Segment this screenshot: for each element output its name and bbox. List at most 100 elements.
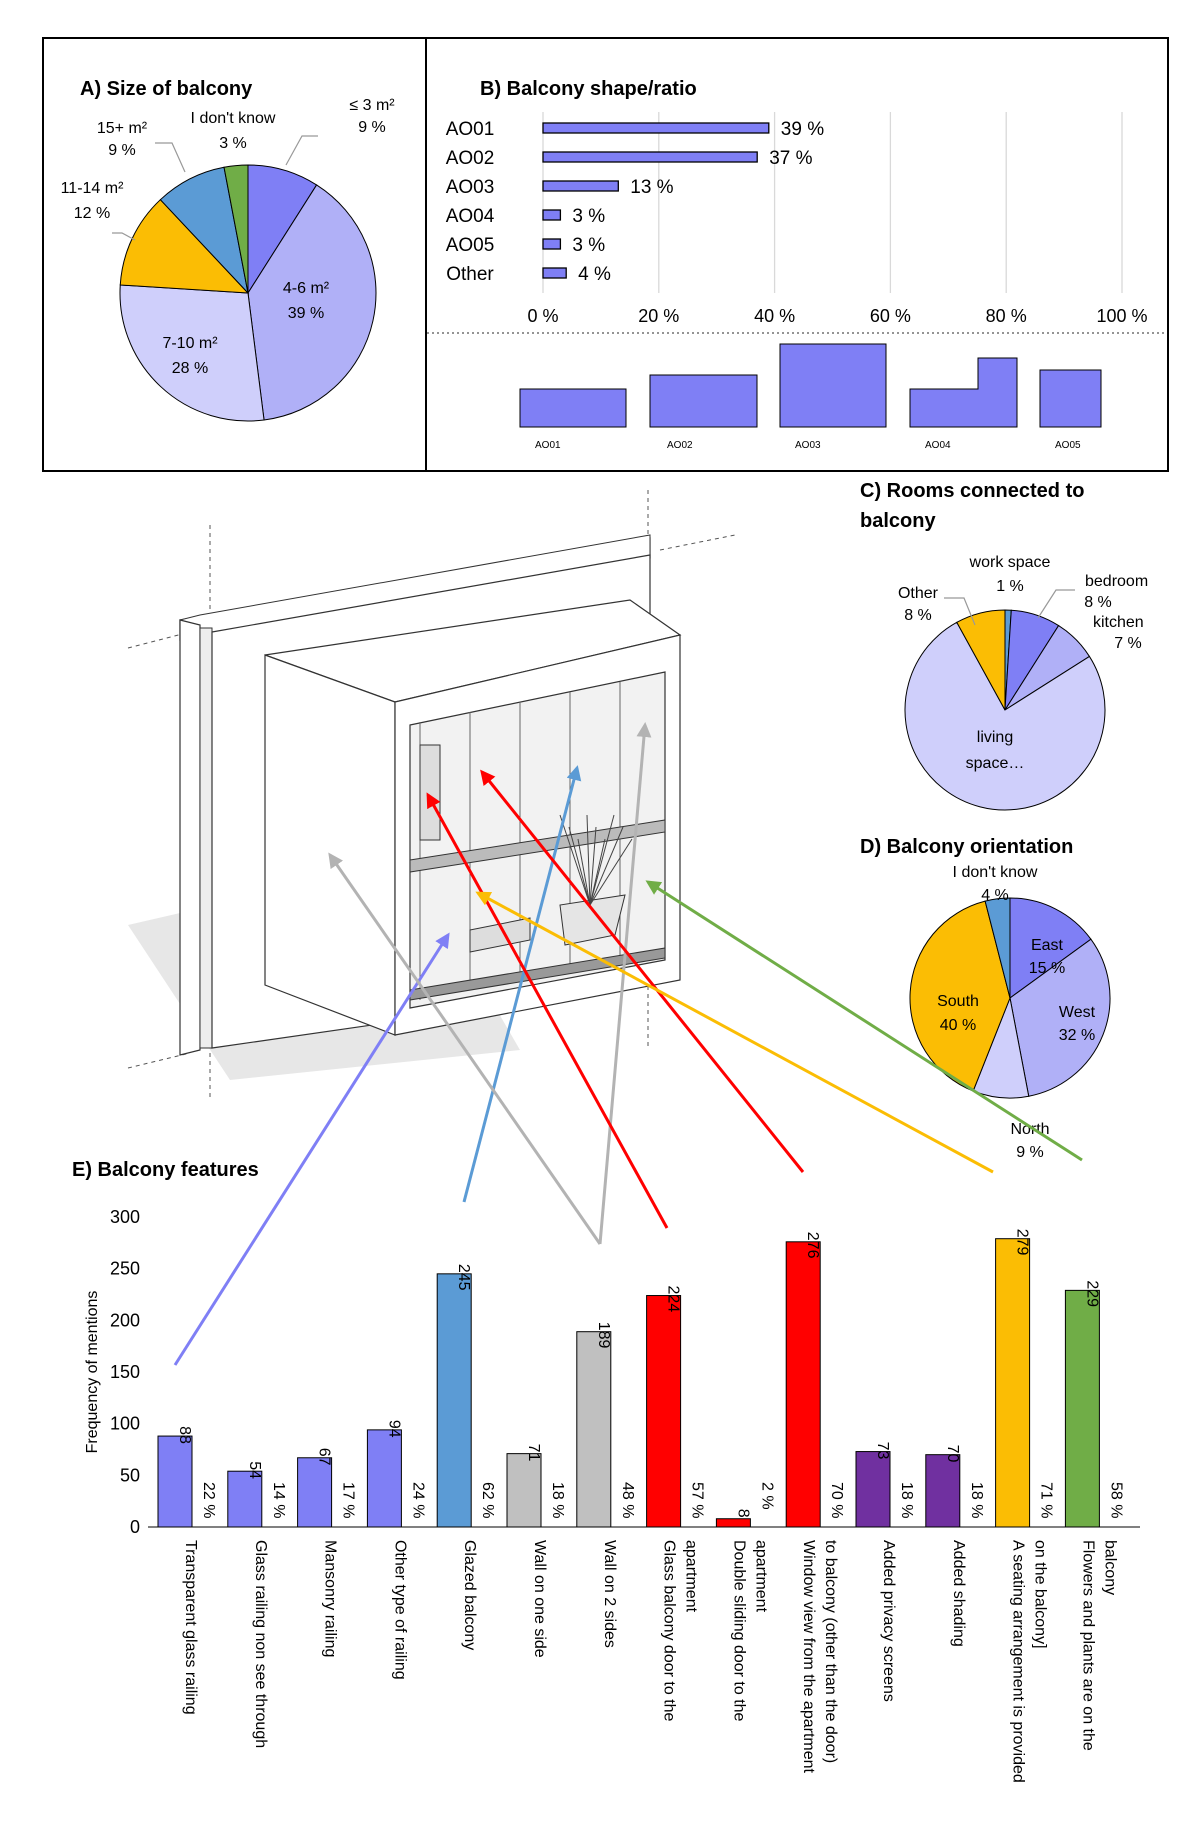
panel-b-category-3: AO04 xyxy=(446,206,495,227)
panel-b-frame xyxy=(425,37,1169,472)
panel-e-category-11-0: Added shading xyxy=(950,1540,967,1647)
railing-top xyxy=(409,819,666,873)
panel-b-category-4: AO05 xyxy=(446,235,495,256)
shape-label-2: AO03 xyxy=(795,440,821,451)
panel-e-value-12: 279 xyxy=(1014,1229,1031,1256)
panel-e-pct-3: 24 % xyxy=(409,1482,426,1518)
pie-c-leader-4 xyxy=(944,597,976,626)
panel-e-pct-1: 14 % xyxy=(270,1482,287,1518)
shape-ao01 xyxy=(519,388,627,428)
pie-a-pct-3: 12 % xyxy=(74,205,110,222)
panel-e-category-10-0: Added privacy screens xyxy=(880,1540,897,1702)
panel-e-bar-11 xyxy=(925,1454,961,1528)
pie-a-pct-1: 39 % xyxy=(288,305,324,322)
pie-d-pct-0: 15 % xyxy=(1029,960,1065,977)
panel-e-ytick-6: 300 xyxy=(110,1207,140,1227)
panel-e-pct-8: 2 % xyxy=(758,1482,775,1510)
shape-label-0: AO01 xyxy=(535,440,561,451)
panel-b-category-5: Other xyxy=(446,264,494,285)
pie-d-label-3: South xyxy=(937,993,979,1010)
panel-e-category-6-0: Wall on 2 sides xyxy=(601,1540,618,1648)
panel-e-value-11: 70 xyxy=(944,1445,961,1463)
panel-e-value-13: 229 xyxy=(1083,1280,1100,1307)
panel-e-category-8-0: Double sliding door to the xyxy=(730,1540,747,1722)
panel-b-value-2: 13 % xyxy=(630,177,673,198)
panel-c-title-line-1: balcony xyxy=(860,510,936,532)
shape-ao02 xyxy=(649,374,758,428)
panel-e-pct-9: 70 % xyxy=(828,1482,845,1518)
panel-e-value-7: 224 xyxy=(665,1286,682,1313)
panel-e-category-4-0: Glazed balcony xyxy=(461,1540,478,1650)
panel-b-value-5: 4 % xyxy=(578,264,611,285)
wall-insulation xyxy=(199,627,213,1049)
panel-e-bar-6 xyxy=(576,1331,612,1528)
panel-e-pct-5: 18 % xyxy=(549,1482,566,1518)
panel-e-value-10: 73 xyxy=(874,1442,891,1460)
balcony-table xyxy=(469,917,531,953)
panel-e-value-6: 189 xyxy=(595,1322,612,1349)
pie-a-label-1: 4-6 m² xyxy=(283,280,330,297)
panel-e-category-9-0: Window view from the apartment xyxy=(800,1540,817,1774)
panel-e-category-3-0: Other type of railing xyxy=(391,1540,408,1680)
shape-label-3: AO04 xyxy=(925,440,951,451)
panel-e-category-12-0: A seating arrangement is provided xyxy=(1010,1540,1027,1783)
pie-d-pct-3: 40 % xyxy=(940,1017,976,1034)
pie-c-slice-3 xyxy=(904,621,1106,811)
pie-d-slice-4 xyxy=(984,897,1011,999)
pie-d-label-1: West xyxy=(1059,1004,1096,1021)
pie-a-label-5: I don't know xyxy=(191,110,276,127)
panel-b-value-4: 3 % xyxy=(572,235,605,256)
pie-d-pct-2: 9 % xyxy=(1016,1144,1044,1161)
pie-c-pct-4: 8 % xyxy=(904,607,932,624)
panel-e-category-12-1: on the balcony] xyxy=(1032,1540,1049,1649)
panel-e-value-5: 71 xyxy=(525,1444,542,1462)
panel-e-pct-2: 17 % xyxy=(340,1482,357,1518)
panel-e-bar-0 xyxy=(157,1435,193,1528)
panel-e-category-0-0: Transparent glass railing xyxy=(182,1540,199,1715)
guide-h2 xyxy=(659,534,736,551)
pie-a-pct-4: 9 % xyxy=(108,142,136,159)
pie-a-leader-3 xyxy=(112,232,136,241)
panel-e-ytick-1: 50 xyxy=(120,1465,140,1485)
panel-e-ylabel: Frequency of mentions xyxy=(84,1291,101,1454)
panel-b-xtick-2: 40 % xyxy=(754,306,795,326)
panel-b-bar-2 xyxy=(542,180,619,192)
panel-e-bar-12 xyxy=(995,1238,1031,1528)
panel-e-bar-9 xyxy=(785,1241,821,1528)
pie-d-label-4: I don't know xyxy=(953,864,1038,881)
panel-e-pct-10: 18 % xyxy=(898,1482,915,1518)
panel-b-xtick-0: 0 % xyxy=(527,306,558,326)
panel-e-category-13-1: balcony xyxy=(1101,1540,1118,1595)
pie-c-leader-1 xyxy=(1037,589,1075,619)
pie-d-pct-1: 32 % xyxy=(1059,1027,1095,1044)
balcony-side xyxy=(264,654,396,1036)
pie-a-label-4: 15+ m² xyxy=(97,120,148,137)
panel-b-value-0: 39 % xyxy=(781,119,824,140)
panel-b-bar-0 xyxy=(542,122,770,134)
pie-d-slice-0 xyxy=(1009,897,1092,999)
pie-d-label-0: East xyxy=(1031,937,1064,954)
panel-e-pct-6: 48 % xyxy=(619,1482,636,1518)
panel-e-title: E) Balcony features xyxy=(72,1159,259,1181)
pie-c-label-3b: space… xyxy=(966,755,1025,772)
panel-d-title: D) Balcony orientation xyxy=(860,836,1073,858)
panel-b-bar-1 xyxy=(542,151,758,163)
shape-ao04 xyxy=(909,357,1018,428)
wall-left-face xyxy=(179,619,201,1056)
panel-e-pct-11: 18 % xyxy=(968,1482,985,1518)
panel-e-pct-13: 58 % xyxy=(1107,1482,1124,1518)
panel-e-value-8: 8 xyxy=(734,1509,751,1518)
pie-a-pct-0: 9 % xyxy=(358,119,386,136)
pie-c-label-3a: living xyxy=(977,729,1013,746)
shape-label-1: AO02 xyxy=(667,440,693,451)
guide-h1 xyxy=(127,631,191,649)
panel-e-bar-3 xyxy=(366,1429,402,1528)
panel-e-bar-2 xyxy=(297,1457,333,1528)
shape-ao05 xyxy=(1039,369,1102,428)
panel-e-bar-8 xyxy=(715,1518,751,1528)
connector-arrow-6 xyxy=(475,891,994,1174)
panel-b-title: B) Balcony shape/ratio xyxy=(480,78,697,100)
panel-e-category-9-1: to balcony (other than the door) xyxy=(822,1540,839,1763)
connector-arrow-5 xyxy=(480,769,805,1173)
